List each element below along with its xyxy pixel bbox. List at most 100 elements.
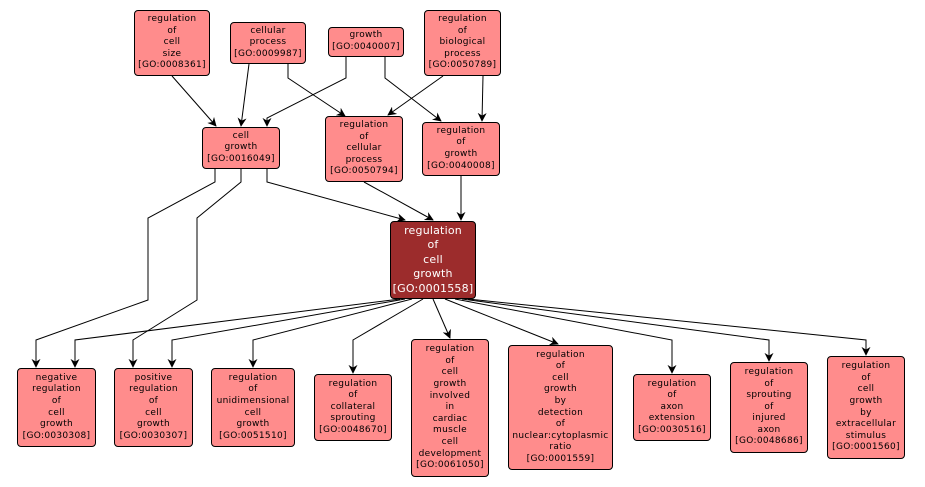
- go-term-label-line: biological: [439, 37, 486, 48]
- go-term-label-line: regulation: [328, 378, 378, 389]
- go-term-label-line: in: [445, 402, 455, 413]
- go-term-label-line: cell: [48, 407, 65, 418]
- go-term-label-line: growth: [236, 419, 270, 430]
- go-term-label-line: of: [148, 395, 159, 406]
- edge-GO0001558-to-GO0048670: [348, 298, 424, 374]
- go-term-id: [GO:0050789]: [428, 60, 497, 71]
- edge-GO0001558-to-GO0061050: [432, 298, 451, 339]
- go-term-id: [GO:0040008]: [427, 160, 495, 171]
- go-term-id: [GO:0061050]: [416, 460, 484, 471]
- go-term-label-line: regulation: [841, 361, 891, 372]
- edge-GO0016049-to-GO0030307: [128, 169, 242, 368]
- go-term-label-line: nuclear:cytoplasmic: [512, 430, 609, 441]
- go-term-label-line: growth: [543, 384, 578, 395]
- go-term-label-line: regulation: [536, 349, 585, 360]
- go-term-label-line: of: [51, 395, 62, 406]
- edge-GO0016049-to-GO0001558: [266, 169, 406, 223]
- go-term-id: [GO:0016049]: [207, 153, 275, 164]
- edge-GO0040007-to-GO0040008: [384, 57, 442, 122]
- go-term-label-line: growth: [849, 395, 883, 406]
- go-term-label-line: by: [860, 407, 872, 418]
- go-term-label-line: cell: [145, 407, 162, 418]
- go-term-label-line: stimulus: [845, 430, 887, 441]
- go-term-label-line: cell: [423, 252, 443, 266]
- go-term-label-line: process: [249, 37, 287, 48]
- go-term-label-line: of: [457, 25, 468, 36]
- go-term-label-line: negative: [35, 372, 78, 383]
- edge-GO0009987-to-GO0050794: [287, 64, 346, 117]
- go-term-id: [GO:0040007]: [332, 42, 400, 52]
- go-term-node-go0040007[interactable]: growth[GO:0040007]: [328, 27, 404, 57]
- go-term-label-line: sprouting: [746, 390, 792, 401]
- go-term-label-line: growth: [224, 142, 258, 153]
- edge-GO0001558-to-GO0030307: [167, 298, 406, 368]
- go-term-label-line: of: [456, 137, 466, 148]
- go-term-label-line: cell: [441, 367, 459, 378]
- go-term-label-line: growth: [39, 419, 74, 430]
- edge-GO0050789-to-GO0050794: [387, 75, 444, 116]
- edge-GO0009987-to-GO0016049: [237, 63, 250, 127]
- go-term-label-line: regulation: [436, 125, 486, 136]
- go-term-label-line: ratio: [549, 442, 572, 453]
- go-term-label-line: of: [555, 361, 566, 372]
- go-term-label-line: regulation: [647, 378, 697, 389]
- go-term-label-line: of: [764, 401, 774, 412]
- go-term-label-line: by: [554, 395, 567, 406]
- edge-GO0001558-to-GO0001560: [467, 298, 871, 356]
- go-term-label-line: cellular: [346, 143, 382, 154]
- go-term-label-line: muscle: [433, 425, 467, 436]
- go-term-label-line: cardiac: [432, 413, 468, 424]
- go-term-label-line: regulation: [147, 14, 197, 25]
- go-term-id: [GO:0030308]: [22, 430, 91, 441]
- go-term-id: [GO:0001559]: [526, 453, 595, 464]
- go-term-label-line: sprouting: [330, 413, 376, 424]
- go-term-id: [GO:0048686]: [735, 436, 803, 447]
- go-term-label-line: collateral: [330, 401, 376, 412]
- go-term-label-line: regulation: [744, 366, 794, 377]
- go-term-label-line: extension: [648, 413, 696, 424]
- go-term-label-line: growth: [413, 267, 453, 281]
- go-term-label-line: cell: [441, 436, 459, 447]
- go-term-id: [GO:0030516]: [638, 424, 706, 435]
- edge-GO0001558-to-GO0001559: [444, 298, 559, 346]
- edge-GO0050794-to-GO0001558: [363, 181, 434, 221]
- go-term-id: [GO:0009987]: [234, 48, 302, 59]
- edge-GO0040007-to-GO0016049: [262, 57, 347, 127]
- go-term-label-line: process: [444, 48, 481, 59]
- go-term-label-line: regulation: [404, 223, 462, 237]
- go-term-label-line: growth: [136, 419, 171, 430]
- go-term-label-line: cell: [232, 130, 250, 141]
- go-term-label-line: regulation: [32, 384, 81, 395]
- go-term-label-line: of: [861, 372, 871, 383]
- go-term-label-line: regulation: [438, 14, 487, 25]
- go-term-label-line: unidimensional: [216, 395, 290, 406]
- go-term-label-line: cell: [552, 372, 569, 383]
- go-term-label-line: axon: [757, 424, 781, 435]
- go-term-label-line: of: [555, 419, 566, 430]
- go-term-label-line: regulation: [129, 384, 178, 395]
- go-term-label-line: of: [167, 25, 177, 36]
- go-term-label-line: of: [445, 355, 455, 366]
- go-term-label-line: regulation: [228, 372, 278, 383]
- go-term-label-line: of: [248, 384, 258, 395]
- go-term-label-line: cell: [163, 37, 181, 48]
- go-term-label-line: growth: [433, 379, 467, 390]
- go-term-label-line: of: [764, 378, 774, 389]
